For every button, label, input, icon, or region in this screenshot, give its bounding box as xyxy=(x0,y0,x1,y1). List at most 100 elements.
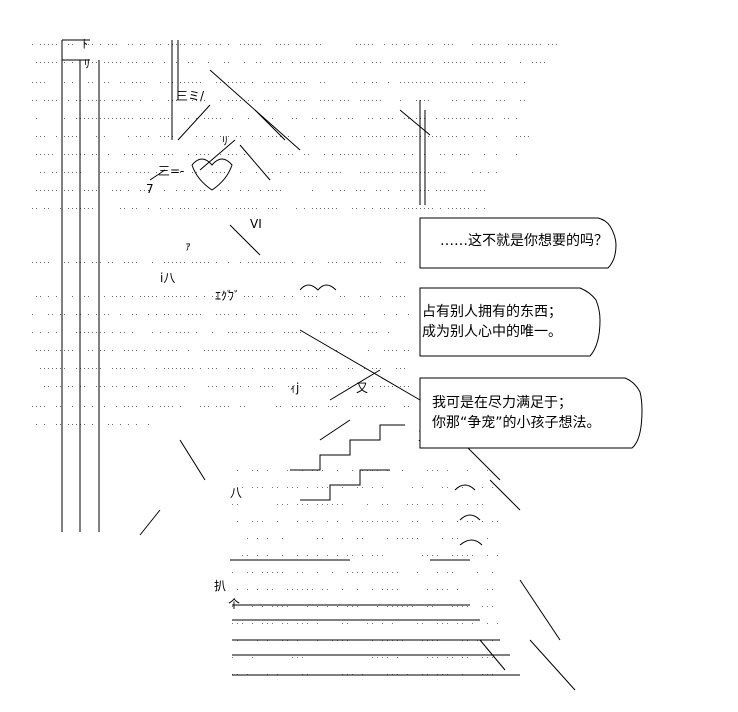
ascii-dot xyxy=(288,172,289,173)
ascii-dot xyxy=(112,190,113,191)
ascii-dot xyxy=(192,368,193,369)
art-glyph: ｨj xyxy=(290,381,299,395)
ascii-dot xyxy=(400,296,401,297)
ascii-dot xyxy=(484,190,485,191)
ascii-dot xyxy=(152,332,153,333)
bubble-line: 我可是在尽力满足于； xyxy=(432,395,572,411)
ascii-dot xyxy=(408,136,409,137)
ascii-dot xyxy=(212,386,213,387)
ascii-dot xyxy=(468,118,469,119)
ascii-dot xyxy=(248,296,249,297)
ascii-dot xyxy=(352,208,353,209)
ascii-dot xyxy=(308,44,309,45)
ascii-dot xyxy=(287,623,288,624)
ascii-dot xyxy=(440,190,441,191)
ascii-dot xyxy=(160,208,161,209)
ascii-dot xyxy=(76,100,77,101)
ascii-dot xyxy=(184,386,185,387)
ascii-dot xyxy=(487,657,488,658)
ascii-dot xyxy=(352,118,353,119)
ascii-dot xyxy=(292,368,293,369)
ascii-dot xyxy=(132,208,133,209)
ascii-dot xyxy=(108,172,109,173)
ascii-dot xyxy=(364,208,365,209)
ascii-dot xyxy=(280,136,281,137)
ascii-dot xyxy=(340,190,341,191)
ascii-dot xyxy=(216,350,217,351)
ascii-dot xyxy=(168,406,169,407)
ascii-dot xyxy=(216,368,217,369)
ascii-dot xyxy=(32,332,33,333)
ascii-dot xyxy=(196,82,197,83)
ascii-dot xyxy=(356,208,357,209)
ascii-dot xyxy=(416,118,417,119)
ascii-dot xyxy=(380,296,381,297)
ascii-dot xyxy=(436,136,437,137)
ascii-dot xyxy=(364,100,365,101)
ascii-dot xyxy=(372,487,373,488)
ascii-dot xyxy=(440,172,441,173)
ascii-dot xyxy=(424,62,425,63)
ascii-dot xyxy=(267,623,268,624)
ascii-dot xyxy=(388,82,389,83)
ascii-dot xyxy=(292,296,293,297)
ascii-dot xyxy=(64,350,65,351)
ascii-dot xyxy=(237,504,238,505)
ascii-dot xyxy=(302,589,303,590)
ascii-dot xyxy=(324,208,325,209)
ascii-dot xyxy=(216,262,217,263)
ascii-dot xyxy=(368,262,369,263)
ascii-dot xyxy=(442,487,443,488)
ascii-dot xyxy=(492,521,493,522)
ascii-dot xyxy=(164,406,165,407)
ascii-dot xyxy=(192,172,193,173)
ascii-dot xyxy=(120,208,121,209)
ascii-dot xyxy=(148,314,149,315)
ascii-dot xyxy=(327,606,328,607)
ascii-dot xyxy=(176,100,177,101)
ascii-dot xyxy=(52,44,53,45)
ascii-dot xyxy=(412,136,413,137)
ascii-dot xyxy=(328,314,329,315)
ascii-dot xyxy=(512,44,513,45)
ascii-dot xyxy=(184,44,185,45)
ascii-dot xyxy=(316,62,317,63)
ascii-dot xyxy=(484,154,485,155)
ascii-dot xyxy=(184,296,185,297)
ascii-dot xyxy=(220,154,221,155)
ascii-dot xyxy=(336,172,337,173)
ascii-dot xyxy=(372,332,373,333)
ascii-dot xyxy=(316,172,317,173)
ascii-dot xyxy=(64,314,65,315)
ascii-dot xyxy=(212,368,213,369)
ascii-dot xyxy=(420,62,421,63)
art-glyph: 个 xyxy=(228,597,240,611)
ascii-dot xyxy=(272,623,273,624)
ascii-dot xyxy=(280,82,281,83)
ascii-dot xyxy=(124,386,125,387)
ascii-dot xyxy=(402,470,403,471)
ascii-dot xyxy=(128,406,129,407)
ascii-dot xyxy=(204,118,205,119)
ascii-dot xyxy=(120,100,121,101)
ascii-dot xyxy=(264,82,265,83)
ascii-dot xyxy=(216,314,217,315)
ascii-dot xyxy=(40,154,41,155)
ascii-dot xyxy=(272,136,273,137)
ascii-dot xyxy=(404,62,405,63)
ascii-dot xyxy=(104,136,105,137)
ascii-dot xyxy=(36,136,37,137)
ascii-dot xyxy=(412,521,413,522)
ascii-dot xyxy=(377,555,378,556)
ascii-dot xyxy=(168,44,169,45)
ascii-dot xyxy=(482,521,483,522)
ascii-dot xyxy=(92,368,93,369)
ascii-dot xyxy=(276,208,277,209)
ascii-dot xyxy=(260,44,261,45)
ascii-dot xyxy=(336,262,337,263)
ascii-dot xyxy=(196,172,197,173)
ascii-dot xyxy=(300,62,301,63)
ascii-dot xyxy=(328,208,329,209)
ascii-dot xyxy=(68,136,69,137)
ascii-dot xyxy=(388,136,389,137)
